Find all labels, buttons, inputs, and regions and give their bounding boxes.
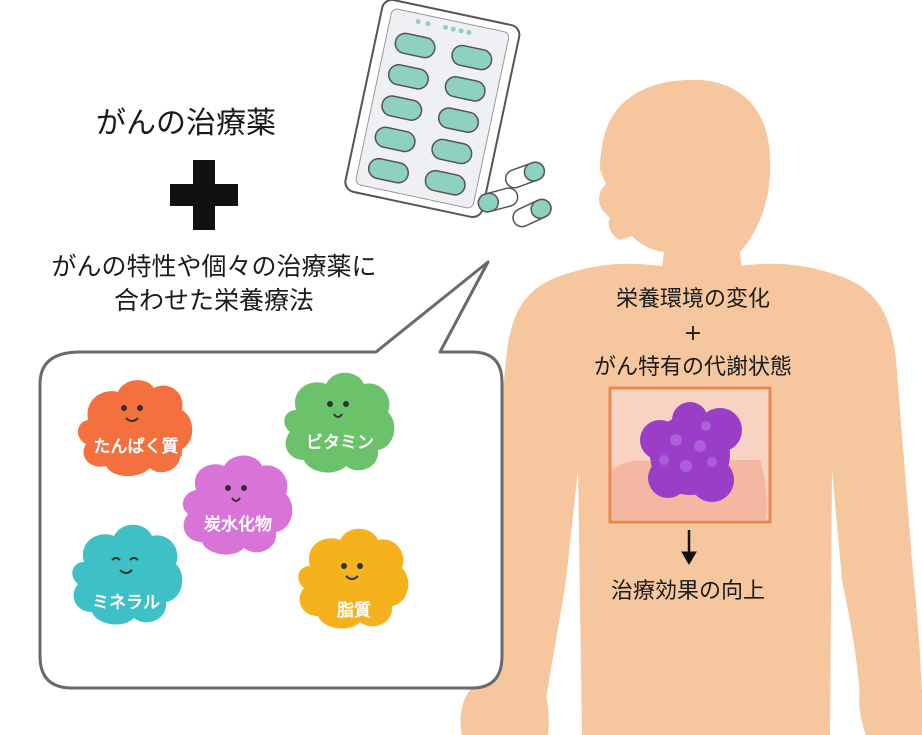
- down-arrow-icon: [681, 530, 697, 565]
- nutrient-mineral: ミネラル: [72, 524, 183, 625]
- body-text-line3: がん特有の代謝状態: [593, 355, 792, 380]
- nutrient-label-vitamin: ビタミン: [306, 433, 374, 453]
- nutrition-therapy-text: がんの特性や個々の治療薬に 合わせた栄養療法: [6, 250, 422, 318]
- nutrient-label-fat: 脂質: [337, 600, 371, 621]
- nutrient-label-mineral: ミネラル: [92, 593, 160, 613]
- nutrient-label-protein: たんぱく質: [94, 436, 179, 457]
- nutrient-fat: 脂質: [298, 528, 409, 629]
- tumor-icon: [640, 402, 742, 502]
- result-text: 治療効果の向上: [610, 579, 765, 604]
- plus-sign-icon: [170, 160, 238, 230]
- tumor-inset: [608, 386, 772, 524]
- right-hand: [859, 690, 922, 735]
- body-text-line2: +: [683, 321, 703, 346]
- nutrient-carbohydrate: 炭水化物: [182, 455, 293, 555]
- body-environment-text: 栄養環境の変化 + がん特有の代謝状態: [578, 283, 808, 385]
- body-text-line1: 栄養環境の変化: [615, 287, 770, 312]
- drug-label: がんの治療薬: [96, 106, 276, 141]
- nutrient-protein: たんぱく質: [77, 380, 193, 477]
- nutrient-label-carbohydrate: 炭水化物: [204, 514, 272, 535]
- nutrient-vitamin: ビタミン: [284, 372, 395, 473]
- blister-pack-icon: [344, 0, 521, 219]
- nutrition-therapy-line2: 合わせた栄養療法: [113, 286, 314, 315]
- left-hand: [460, 690, 549, 735]
- nutrition-therapy-line1: がんの特性や個々の治療薬に: [51, 252, 377, 281]
- head-shape: [599, 79, 771, 287]
- loose-capsules-icon: [477, 161, 552, 228]
